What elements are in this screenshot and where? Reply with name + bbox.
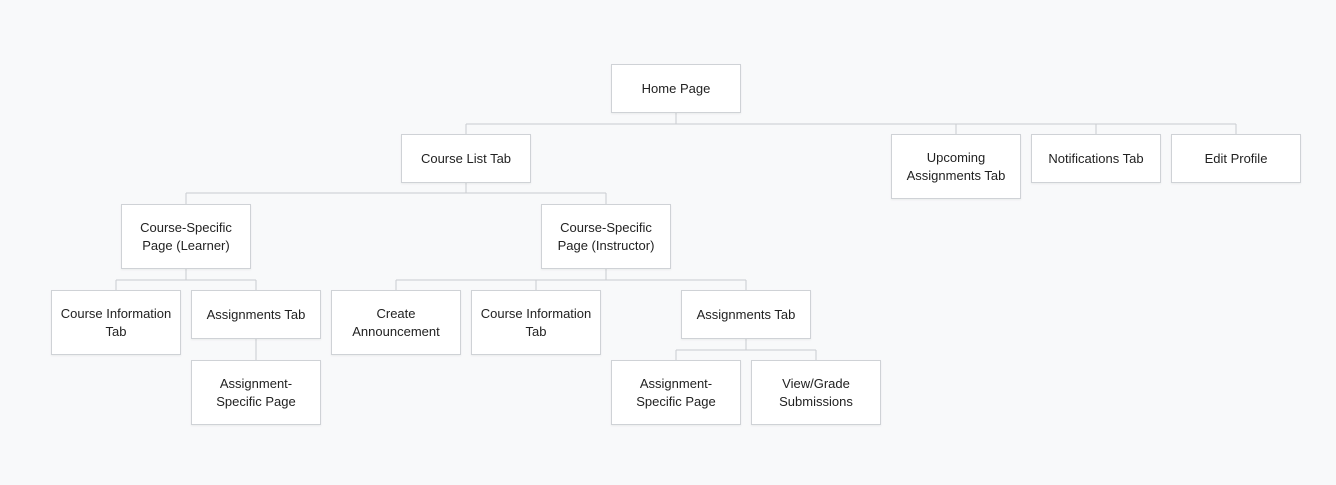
node-label: Assignments Tab [206,306,306,322]
node-course-list-tab: Course List Tab [401,134,531,183]
node-label: Edit Profile [1204,150,1268,166]
node-learner-assignments-tab: Assignments Tab [191,290,321,339]
node-learner-assignment-specific-page: Assignment-Specific Page [191,360,321,425]
connector [465,112,1237,134]
node-edit-profile: Edit Profile [1171,134,1301,183]
node-instructor-assignment-specific-page: Assignment-Specific Page [611,360,741,425]
node-label: Course Information Tab [60,305,172,339]
node-label: Course-Specific Page (Learner) [140,219,232,253]
node-learner-course-information-tab: Course Information Tab [51,290,181,355]
node-course-specific-page-instructor: Course-Specific Page (Instructor) [541,204,671,269]
node-label: Assignment-Specific Page [636,375,716,409]
node-label: View/Grade Submissions [779,375,853,409]
connector [675,338,817,360]
node-label: Course-Specific Page (Instructor) [557,219,655,253]
node-label: Course List Tab [420,150,512,166]
node-view-grade-submissions: View/Grade Submissions [751,360,881,425]
node-instructor-assignments-tab: Assignments Tab [681,290,811,339]
node-label: Home Page [641,80,711,96]
node-label: Notifications Tab [1048,150,1144,166]
node-instructor-course-information-tab: Course Information Tab [471,290,601,355]
node-course-specific-page-learner: Course-Specific Page (Learner) [121,204,251,269]
node-upcoming-assignments-tab: Upcoming Assignments Tab [891,134,1021,199]
node-label: Create Announcement [352,305,440,339]
node-label: Upcoming Assignments Tab [906,149,1006,183]
node-notifications-tab: Notifications Tab [1031,134,1161,183]
node-home-page: Home Page [611,64,741,113]
connector [115,268,257,290]
node-label: Course Information Tab [480,305,592,339]
connector [185,182,607,204]
node-label: Assignment-Specific Page [216,375,296,409]
node-label: Assignments Tab [696,306,796,322]
connector [395,268,747,290]
node-create-announcement: Create Announcement [331,290,461,355]
